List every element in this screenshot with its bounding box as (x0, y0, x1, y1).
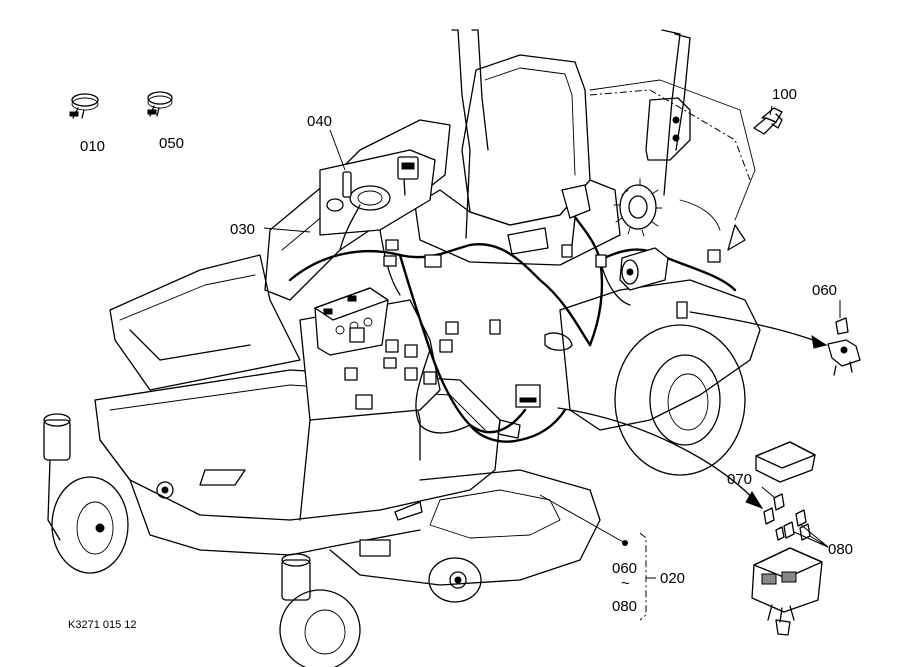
fenders (109, 119, 761, 431)
operator-seat (414, 54, 756, 266)
callout-labels: 010 050 040 030 100 060 070 080 060 ~ 08… (68, 86, 853, 631)
main-wiring-harness (288, 204, 737, 557)
drawing-code: K3271 015 12 (68, 619, 137, 631)
callout-060: 060 (812, 282, 837, 299)
callout-040: 040 (307, 113, 332, 130)
detail-arrows (557, 311, 828, 509)
engine-electrics (561, 178, 746, 291)
callout-range-from: 060 (612, 560, 637, 577)
callout-050: 050 (159, 135, 184, 152)
part-010-clamp (69, 93, 99, 119)
part-060-fuse-holder (827, 317, 861, 376)
callout-080: 080 (828, 541, 853, 558)
callout-100: 100 (772, 86, 797, 103)
instrument-panel (319, 149, 436, 236)
part-100-connector (753, 107, 783, 135)
callout-range-tilde: ~ (621, 575, 630, 592)
callout-010: 010 (80, 138, 105, 155)
leader-lines (263, 105, 841, 621)
part-fuse-box-assembly (751, 441, 823, 636)
battery (314, 287, 389, 356)
callout-range-to: 080 (612, 598, 637, 615)
wheels (43, 324, 746, 667)
callout-030: 030 (230, 221, 255, 238)
rops-frame (451, 29, 691, 239)
part-050-clamp (147, 91, 173, 117)
callout-070: 070 (727, 471, 752, 488)
callout-range-group: 020 (660, 570, 685, 587)
